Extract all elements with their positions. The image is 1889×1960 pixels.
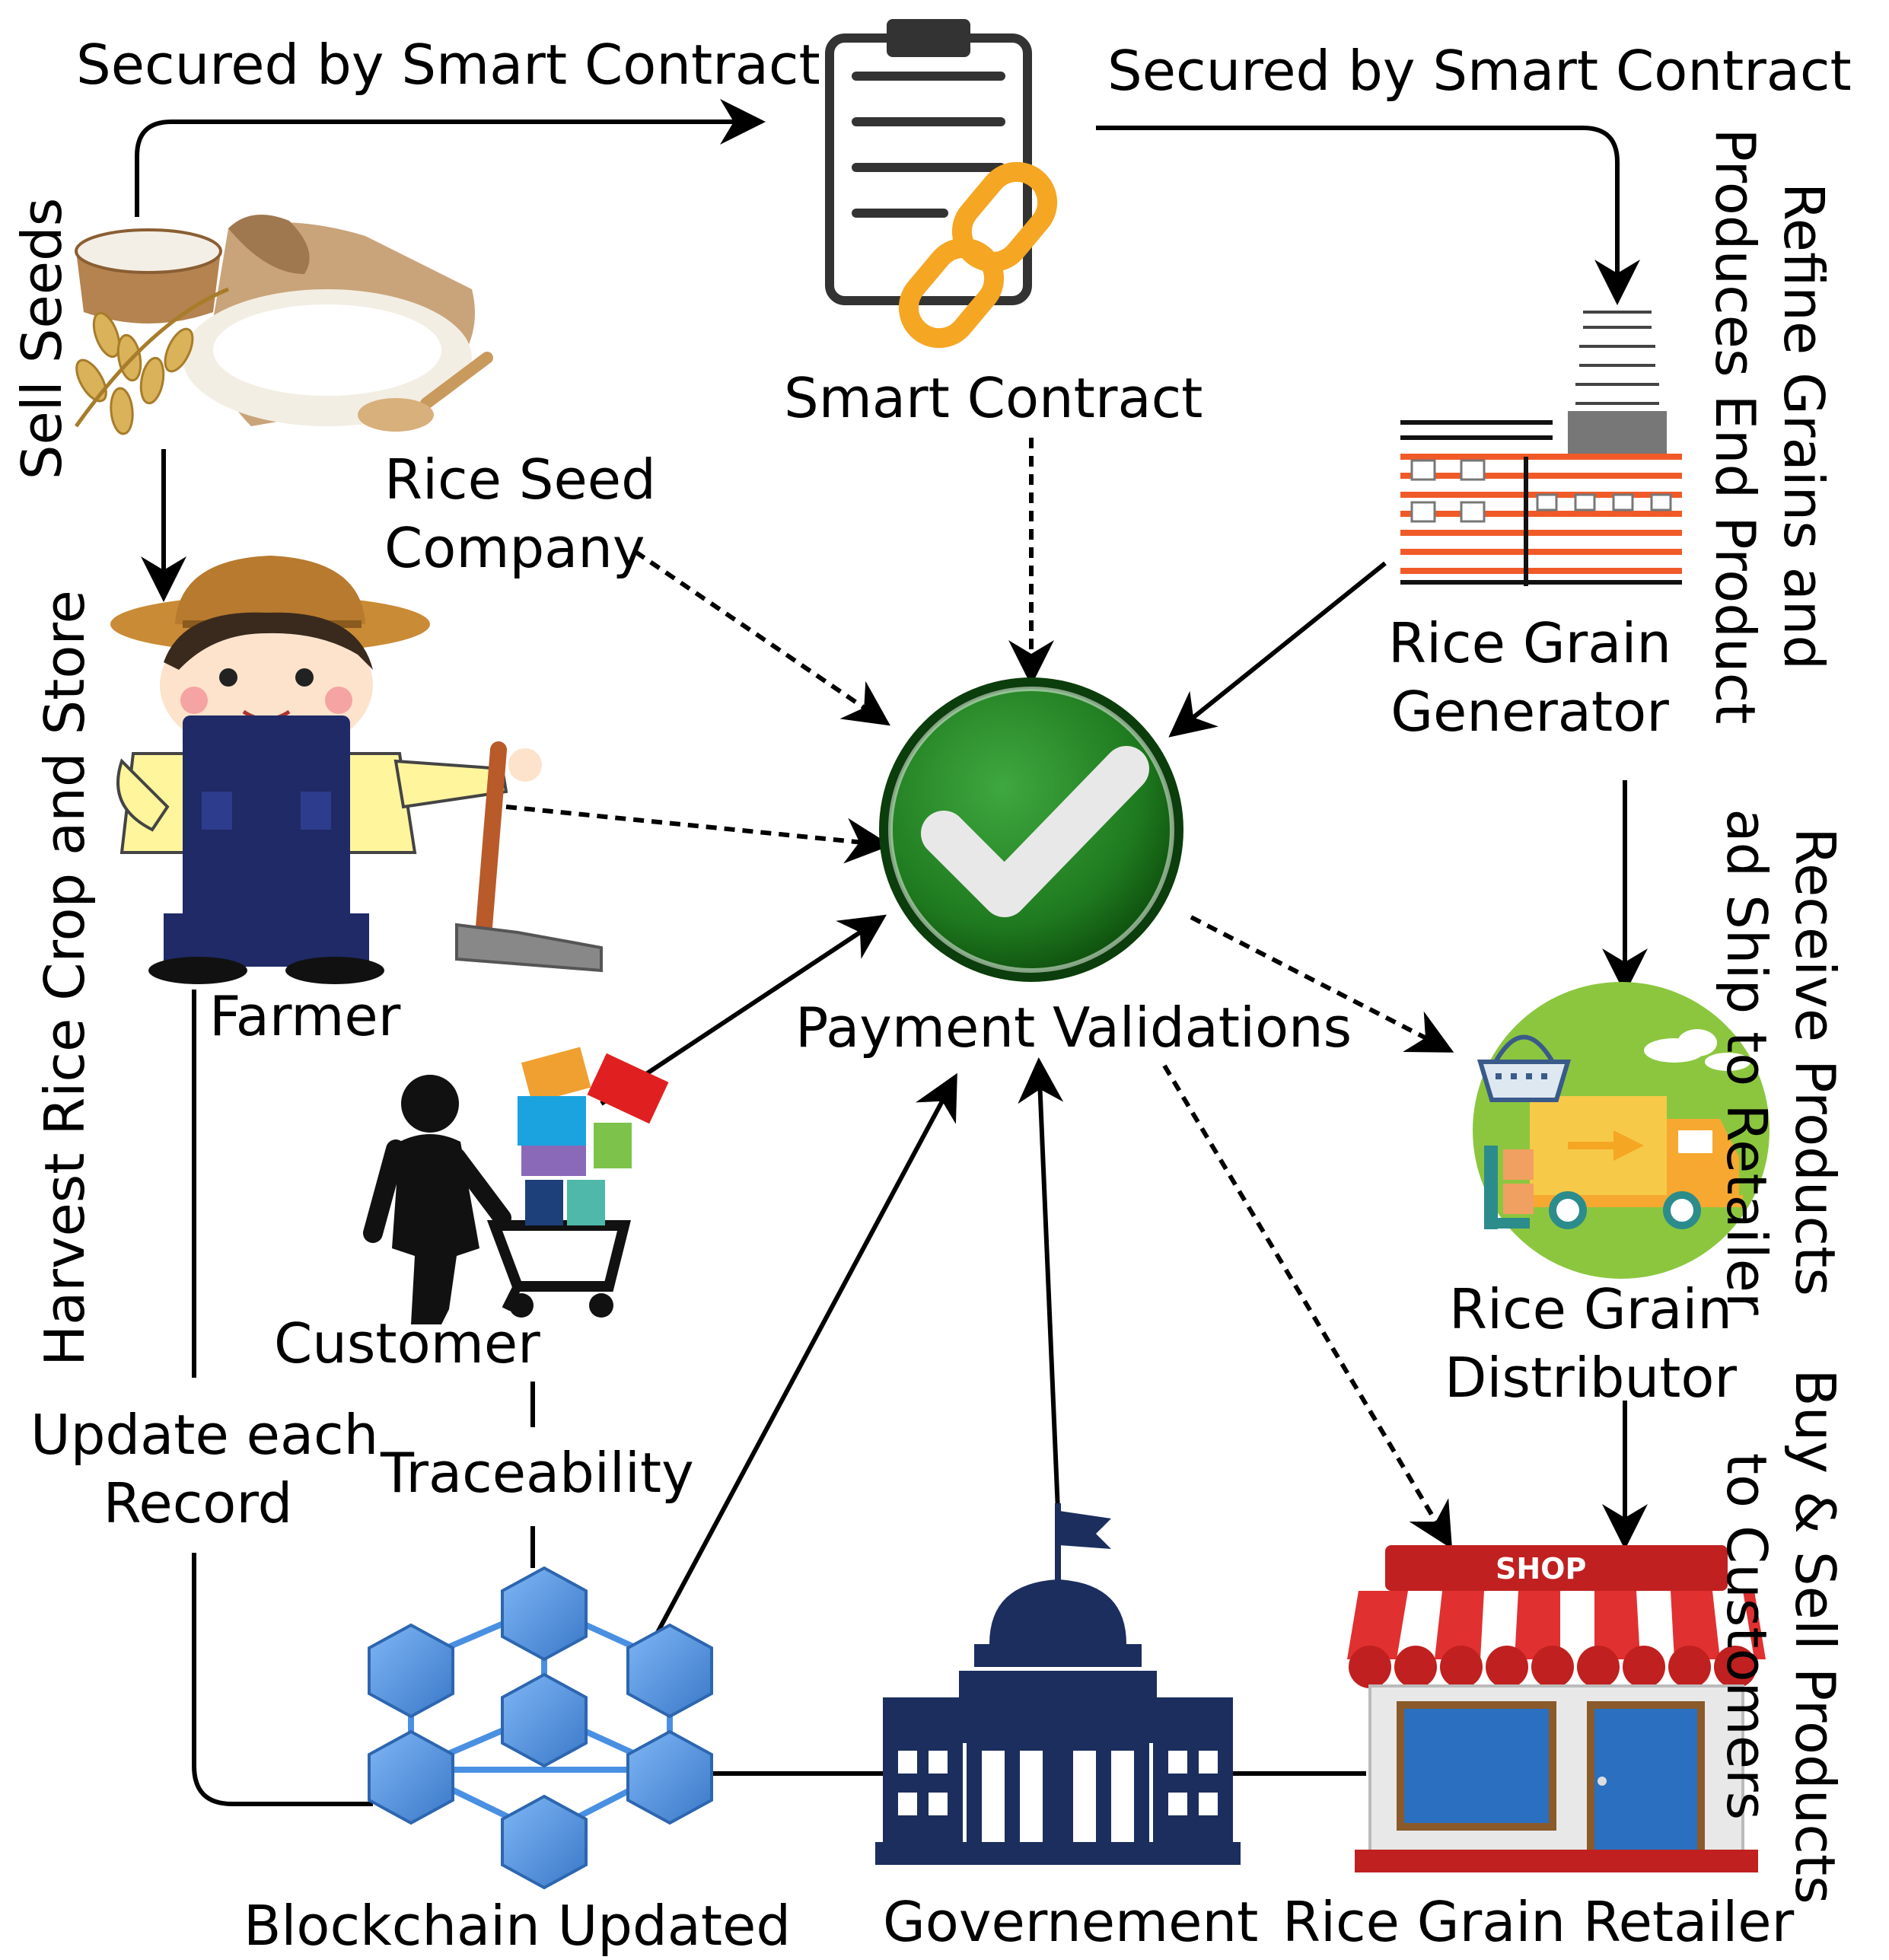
connectors [135, 99, 1648, 1806]
refine-line-2: Produces End Product [1703, 128, 1767, 725]
dotted-farmer-to-payment [505, 805, 891, 864]
arrow-government-to-payment [1018, 1057, 1064, 1512]
line-update-blockchain [192, 1553, 373, 1806]
rice-seed-company-line-1: Rice Seed [384, 448, 656, 512]
buy-sell-label: Buy & Sell Products to Customers [1712, 1351, 1849, 1922]
update-record-line-2: Record [103, 1471, 293, 1535]
traceability-label: Traceability [381, 1441, 694, 1505]
receive-label: Receive Products ad Ship to Retailer [1712, 795, 1849, 1328]
rice-grain-distributor-label: Rice Grain Distributor [1431, 1275, 1750, 1412]
arrow-factory-to-payment [1168, 561, 1387, 738]
smart-contract-icon [825, 19, 1058, 349]
update-record-label: Update each Record [30, 1401, 379, 1538]
arrow-customer-to-payment [600, 914, 887, 1106]
dotted-payment-to-distributor [1190, 915, 1454, 1053]
update-record-line-1: Update each [30, 1403, 379, 1467]
receive-line-2: ad Ship to Retailer [1715, 808, 1779, 1315]
factory-icon [1400, 311, 1682, 586]
secured-left-label: Secured by Smart Contract [76, 33, 820, 97]
smart-contract-label: Smart Contract [784, 366, 1203, 430]
blockchain-updated-label: Blockchain Updated [244, 1894, 792, 1958]
shop-sign-label: SHOP [1496, 1552, 1587, 1586]
government-label: Governement [883, 1890, 1259, 1954]
payment-validations-label: Payment Validations [795, 996, 1352, 1060]
rice-grain-generator-line-1: Rice Grain [1388, 611, 1671, 675]
rice-seed-company-line-2: Company [384, 516, 645, 580]
customer-label: Customer [274, 1311, 540, 1375]
arrow-rice-to-contract [135, 99, 766, 217]
farmer-icon [110, 556, 603, 984]
rice-grain-distributor-line-2: Distributor [1444, 1346, 1737, 1410]
refine-label: Refine Grains and Produces End Product [1701, 84, 1838, 769]
sell-seeds-label: Sell Seeds [10, 197, 74, 480]
buy-sell-line-2: to Customers [1715, 1452, 1779, 1821]
rice-sack-icon [74, 215, 493, 435]
receive-line-1: Receive Products [1783, 827, 1847, 1296]
buy-sell-line-1: Buy & Sell Products [1783, 1369, 1847, 1904]
dotted-seedco-to-payment [634, 550, 890, 726]
shop-storefront-icon [1347, 1545, 1766, 1872]
payment-check-icon [879, 677, 1183, 982]
secured-right-label: Secured by Smart Contract [1107, 39, 1852, 103]
rice-grain-retailer-label: Rice Grain Retailer [1282, 1890, 1795, 1954]
dotted-connectors [505, 438, 1454, 1550]
delivery-truck-icon [1473, 982, 1770, 1279]
rice-grain-distributor-line-1: Rice Grain [1449, 1277, 1732, 1341]
rice-grain-generator-label: Rice Grain Generator [1370, 609, 1690, 746]
arrow-contract-to-factory [1096, 126, 1640, 305]
rice-seed-company-label: Rice Seed Company [384, 445, 656, 582]
refine-line-1: Refine Grains and [1772, 182, 1836, 671]
government-building-icon [875, 1503, 1241, 1865]
shopping-customer-icon [363, 1047, 669, 1324]
blockchain-network-icon [368, 1566, 713, 1890]
farmer-label: Farmer [209, 984, 401, 1048]
arrow-blockchain-to-payment [641, 1072, 957, 1661]
rice-grain-generator-line-2: Generator [1390, 680, 1669, 744]
harvest-label: Harvest Rice Crop and Store [33, 590, 97, 1366]
dotted-payment-to-retailer [1162, 1064, 1453, 1550]
